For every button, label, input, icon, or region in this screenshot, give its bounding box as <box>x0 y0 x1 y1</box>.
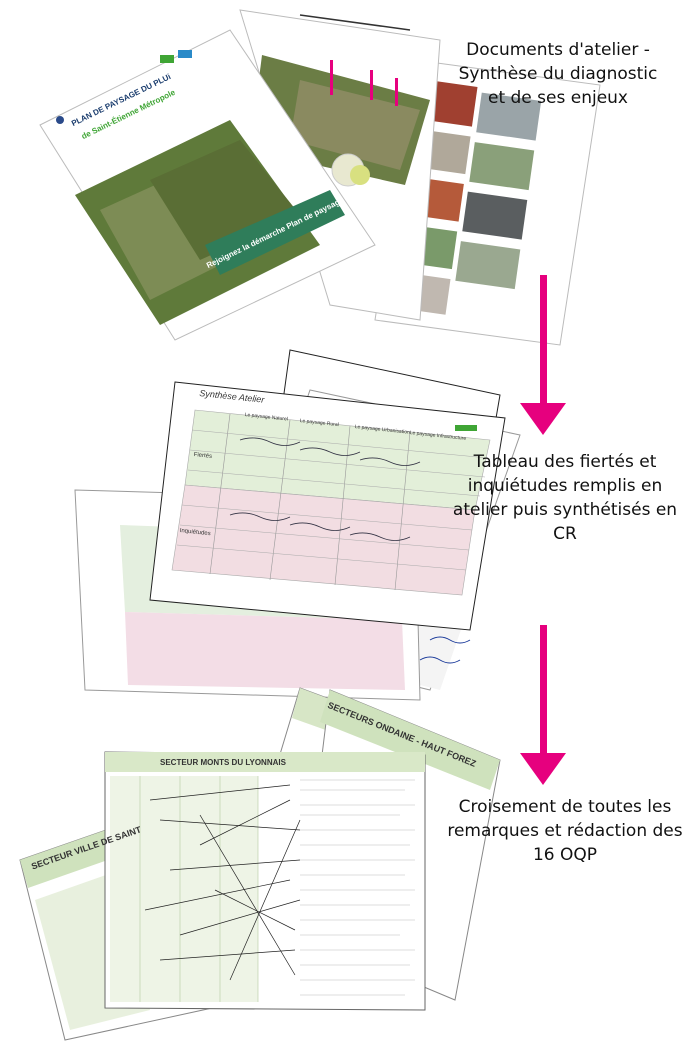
main-table <box>149 381 506 631</box>
cover-sheet <box>39 29 376 341</box>
arrow-step-1-to-2 <box>520 275 566 435</box>
step-2-label: Tableau des fiertés et inquiétudes rempl… <box>452 452 678 544</box>
step-1-label: Documents d'atelier - Synthèse du diagno… <box>458 40 658 108</box>
step-3-label: Croisement de toutes les remarques et ré… <box>447 797 683 865</box>
arrow-step-2-to-3 <box>520 625 566 785</box>
oqp-front-sheet <box>104 751 426 1011</box>
aerial-sheet <box>239 9 441 321</box>
oqp-front-title: SECTEUR MONTS DU LYONNAIS <box>160 758 286 767</box>
